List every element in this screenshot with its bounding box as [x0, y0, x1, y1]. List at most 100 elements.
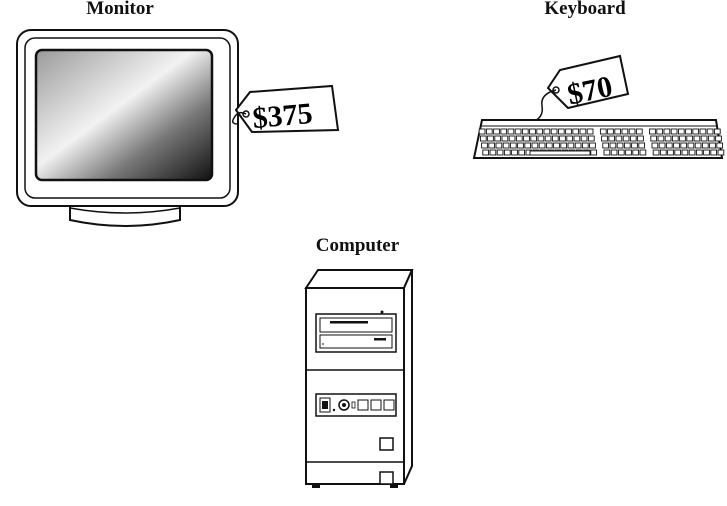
keyboard-key	[590, 149, 598, 156]
keyboard-key	[610, 149, 618, 156]
keyboard-key	[709, 142, 716, 149]
keyboard-key	[679, 135, 686, 142]
keyboard-key	[716, 142, 724, 149]
monitor-price-tag: $375	[231, 84, 340, 135]
keyboard-key	[616, 142, 624, 149]
keyboard-key	[652, 149, 660, 156]
cd-drive	[319, 334, 393, 349]
keyboard-key	[707, 135, 715, 142]
keyboard-key	[686, 135, 694, 142]
keyboard-key	[685, 128, 692, 135]
keyboard-key	[521, 128, 529, 135]
keyboard-key	[579, 128, 587, 135]
keyboard-label: Keyboard	[544, 0, 626, 19]
monitor-illustration	[16, 29, 239, 227]
keyboard-key	[572, 128, 580, 135]
keyboard-key	[629, 135, 637, 142]
keyboard-key	[614, 128, 622, 135]
keyboard-key	[567, 142, 575, 149]
computer-label: Computer	[315, 235, 400, 256]
keyboard-key	[701, 142, 709, 149]
keyboard-key	[681, 149, 689, 156]
keyboard-key	[518, 149, 526, 156]
keyboard-key	[559, 135, 566, 142]
keyboard-key	[621, 128, 629, 135]
keyboard-key	[550, 128, 558, 135]
keyboard-key	[488, 142, 496, 149]
keyboard-key	[603, 149, 611, 156]
keyboard-key	[639, 149, 647, 156]
keyboard-key	[511, 149, 518, 156]
keyboard-key	[631, 142, 638, 149]
front-port-lower	[379, 471, 394, 485]
keyboard-key	[649, 128, 656, 135]
keyboard-key	[574, 142, 582, 149]
keyboard-key	[565, 128, 572, 135]
front-port-upper	[379, 437, 394, 451]
keyboard-key	[700, 135, 708, 142]
keyboard-key	[695, 149, 703, 156]
keyboard-key	[622, 135, 630, 142]
keyboard-key	[581, 142, 589, 149]
keyboard-key	[651, 142, 659, 149]
keyboard-key	[482, 149, 490, 156]
keyboard-key	[573, 135, 581, 142]
keyboard-key	[500, 128, 508, 135]
keyboard-key	[544, 135, 552, 142]
keyboard-key	[514, 128, 522, 135]
keyboard-key	[694, 142, 702, 149]
keyboard-key	[664, 135, 672, 142]
keyboard-key	[557, 128, 565, 135]
keyboard-key	[543, 128, 551, 135]
keyboard-key	[670, 128, 678, 135]
keyboard-key	[688, 149, 696, 156]
keyboard-key	[635, 128, 643, 135]
keyboard-key	[607, 128, 614, 135]
keyboard-key	[479, 135, 487, 142]
keyboard-key	[529, 128, 536, 135]
keyboard-key	[589, 142, 596, 149]
keyboard-price-tag: $70	[531, 54, 630, 123]
keyboard-key	[508, 135, 516, 142]
keyboard-key	[531, 142, 539, 149]
keyboard-key	[625, 149, 632, 156]
keyboard-key	[693, 135, 701, 142]
keyboard-key	[515, 135, 523, 142]
floppy-drive	[319, 317, 393, 333]
keyboard-key	[699, 128, 707, 135]
keyboard-key	[495, 142, 503, 149]
computer-illustration	[304, 269, 414, 488]
keyboard-key	[706, 128, 714, 135]
monitor-label: Monitor	[86, 0, 154, 19]
keyboard-key	[551, 135, 559, 142]
keyboard-key	[485, 128, 493, 135]
keyboard-key	[671, 135, 679, 142]
keyboard-key	[496, 149, 504, 156]
keyboard-key	[680, 142, 688, 149]
keyboard-key	[663, 128, 671, 135]
keyboard-key	[713, 128, 721, 135]
keyboard-key	[638, 142, 646, 149]
keyboard-key	[637, 135, 644, 142]
keyboard-key	[481, 142, 488, 149]
keyboard-key	[537, 135, 545, 142]
keyboard-key	[487, 135, 494, 142]
keyboard-key	[560, 142, 568, 149]
keyboard-key	[659, 149, 667, 156]
keyboard-key	[501, 135, 509, 142]
keyboard-key	[623, 142, 631, 149]
keyboard-key	[617, 149, 625, 156]
keyboard-key	[677, 128, 685, 135]
keyboard-key	[478, 128, 486, 135]
keyboard-key	[609, 142, 617, 149]
keyboard-key	[717, 149, 725, 156]
keyboard-key	[674, 149, 682, 156]
keyboard-key	[608, 135, 616, 142]
keyboard-spacebar	[529, 150, 591, 156]
keyboard-key	[566, 135, 574, 142]
keyboard-key	[586, 128, 594, 135]
keyboard-key	[710, 149, 718, 156]
monitor-price: $375	[251, 97, 314, 135]
keyboard-key	[493, 128, 500, 135]
keyboard-key	[601, 135, 608, 142]
